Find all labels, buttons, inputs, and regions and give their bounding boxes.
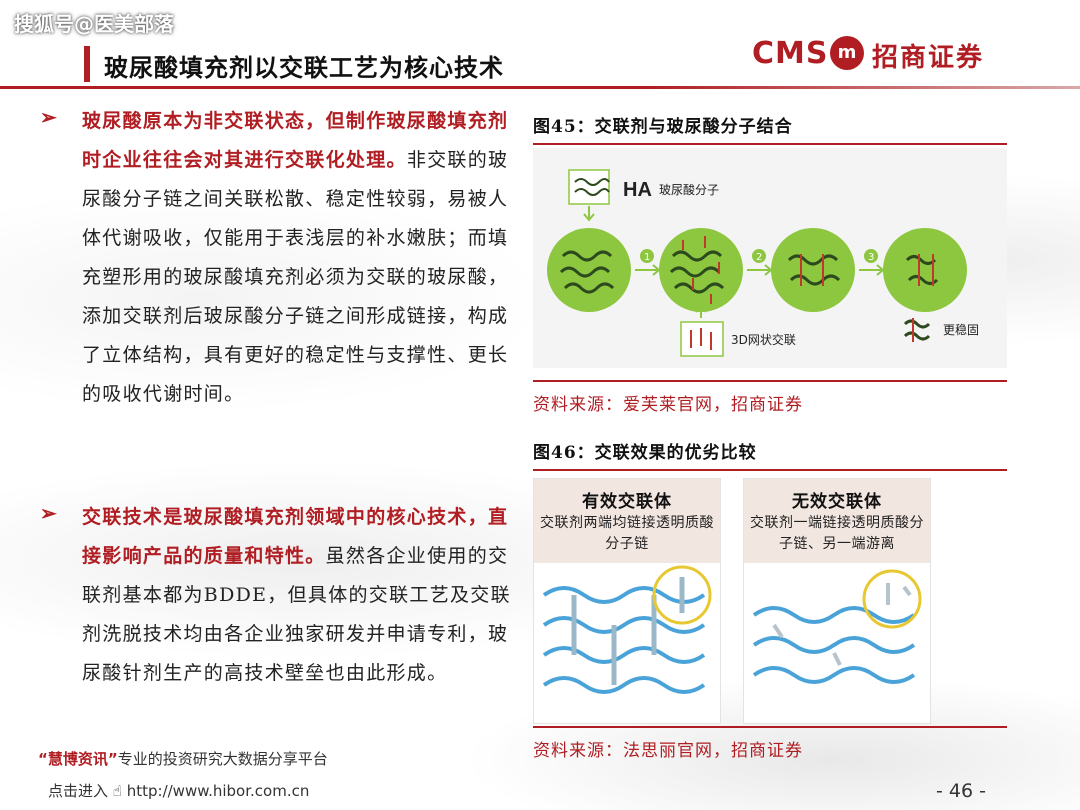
footer-link-prefix: 点击进入 — [48, 782, 109, 800]
figure-46-comparison: 有效交联体 交联剂两端均链接透明质酸分子链 无效交联体 交联剂一端链接透明质酸分… — [533, 472, 1007, 724]
step-3-number: 3 — [868, 252, 874, 263]
paragraph-1-body: 非交联的玻尿酸分子链之间关联松散、稳定性较弱，易被人体代谢吸收，仅能用于表浅层的… — [82, 149, 509, 405]
effective-crosslink-illustration — [542, 565, 712, 694]
paragraph-1: 玻尿酸原本为非交联状态，但制作玻尿酸填充剂时企业往往会对其进行交联化处理。非交联… — [82, 102, 522, 414]
circle-crosslinked — [771, 228, 855, 312]
hand-pointer-icon: ☝ — [112, 782, 122, 800]
figure-45-source: 资料来源：爱芙莱官网，招商证券 — [533, 380, 1007, 415]
page-title: 玻尿酸填充剂以交联工艺为核心技术 — [104, 53, 504, 82]
page-number: - 46 - — [936, 780, 986, 802]
ineffective-crosslink-illustration — [752, 569, 922, 684]
circle-stable-gel — [883, 228, 967, 312]
paragraph-2-highlight: 交联技术是玻尿酸填充剂领域中的核心技术，直接影响产品的质量和特性。 — [82, 506, 509, 567]
header-divider — [0, 86, 1080, 89]
logo: CMS m 招商证券 — [752, 34, 992, 74]
step-1-arrow: 1 — [635, 249, 661, 276]
figure-45-diagram: HA 玻尿酸分子 1 — [533, 148, 1007, 368]
bullet-arrow-icon: ➢ — [40, 105, 57, 129]
card-description: 交联剂一端链接透明质酸分子链、另一端游离 — [750, 515, 924, 552]
logo-cms-text: CMS — [752, 36, 829, 71]
stable-caption: 更稳固 — [943, 322, 979, 337]
figure-46-source: 资料来源：法思丽官网，招商证券 — [533, 726, 1007, 761]
paragraph-2-body: 虽然各企业使用的交联剂基本都为BDDE，但具体的交联工艺及交联剂洗脱技术均由各企… — [82, 545, 511, 684]
footer-brand: “慧博资讯” — [38, 750, 118, 768]
paragraph-2: 交联技术是玻尿酸填充剂领域中的核心技术，直接影响产品的质量和特性。虽然各企业使用… — [82, 498, 522, 693]
crosslink-diagram: HA 玻尿酸分子 1 — [547, 169, 979, 357]
card-header: 无效交联体 交联剂一端链接透明质酸分子链、另一端游离 — [744, 479, 930, 563]
stable-molecule-icon — [903, 318, 931, 342]
effective-crosslink-card: 有效交联体 交联剂两端均链接透明质酸分子链 — [533, 478, 721, 724]
watermark: 搜狐号@医美部落 — [14, 12, 174, 36]
ha-caption: 玻尿酸分子 — [659, 182, 719, 197]
ha-label: HA — [623, 179, 652, 201]
ha-molecule-box — [568, 169, 610, 222]
footer-tagline: “慧博资讯”专业的投资研究大数据分享平台 — [38, 748, 328, 769]
figure-45-title: 图45：交联剂与玻尿酸分子结合 — [533, 112, 1007, 145]
title-bar: 玻尿酸填充剂以交联工艺为核心技术 — [84, 46, 586, 82]
paragraph-1-highlight: 玻尿酸原本为非交联状态，但制作玻尿酸填充剂时企业往往会对其进行交联化处理。 — [82, 110, 509, 171]
card-title: 无效交联体 — [792, 492, 882, 512]
ineffective-crosslink-card: 无效交联体 交联剂一端链接透明质酸分子链、另一端游离 — [743, 478, 931, 724]
circle-with-crosslinker — [659, 228, 743, 312]
crosslinker-box — [680, 304, 724, 357]
crosslink-caption: 3D网状交联 — [731, 332, 796, 347]
card-title: 有效交联体 — [582, 492, 672, 512]
step-3-arrow: 3 — [859, 249, 885, 276]
step-1-number: 1 — [644, 252, 650, 263]
logo-cn-text: 招商证券 — [872, 43, 985, 73]
figure-46-title: 图46：交联效果的优劣比较 — [533, 438, 1007, 471]
footer-url[interactable]: http://www.hibor.com.cn — [126, 782, 310, 800]
bullet-arrow-icon: ➢ — [40, 501, 57, 525]
footer-link[interactable]: 点击进入 ☝ http://www.hibor.com.cn — [48, 780, 309, 801]
card-description: 交联剂两端均链接透明质酸分子链 — [540, 515, 714, 552]
step-2-number: 2 — [756, 252, 762, 263]
logo-mark-icon: m — [830, 36, 864, 70]
circle-raw-ha — [547, 228, 631, 312]
step-2-arrow: 2 — [747, 249, 773, 276]
footer-tagline-text: 专业的投资研究大数据分享平台 — [117, 750, 328, 768]
card-header: 有效交联体 交联剂两端均链接透明质酸分子链 — [534, 479, 720, 563]
